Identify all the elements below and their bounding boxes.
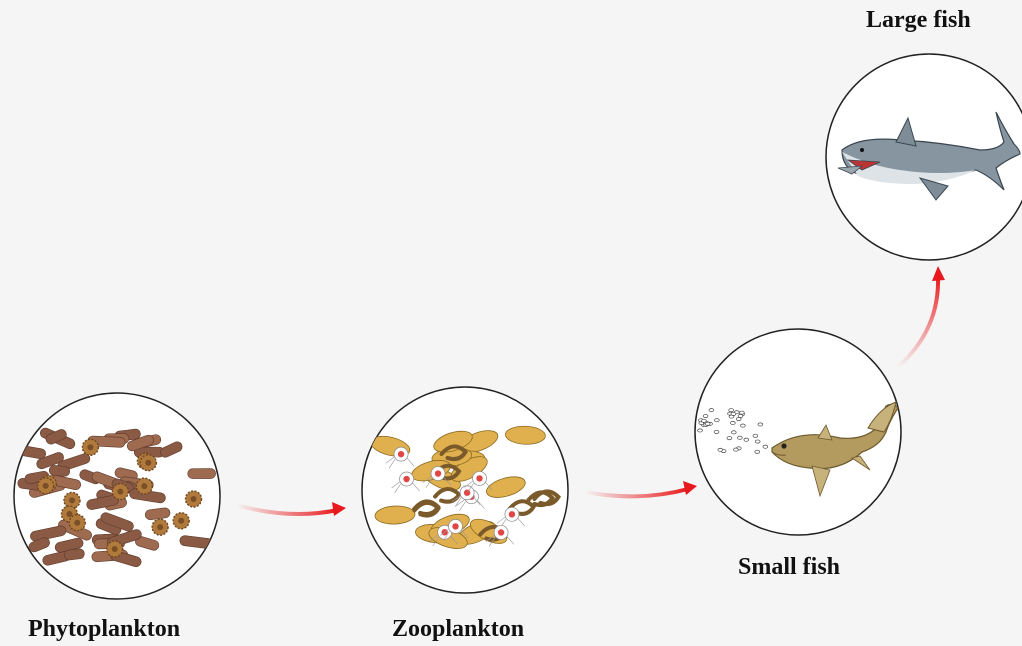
small-fish-circle — [695, 329, 901, 535]
large-fish-circle — [826, 54, 1022, 260]
arrow-zoo-to-small-fish — [585, 481, 697, 496]
arrow-small-fish-to-large-fish — [897, 266, 945, 368]
large-fish-label: Large fish — [866, 8, 971, 32]
small-fish-label: Small fish — [738, 555, 840, 579]
arrow-phyto-to-zoo — [236, 502, 346, 516]
phytoplankton-circle — [13, 393, 220, 599]
phytoplankton-label: Phytoplankton — [28, 617, 180, 641]
zooplankton-label: Zooplankton — [392, 617, 524, 641]
zooplankton-circle — [362, 387, 568, 593]
